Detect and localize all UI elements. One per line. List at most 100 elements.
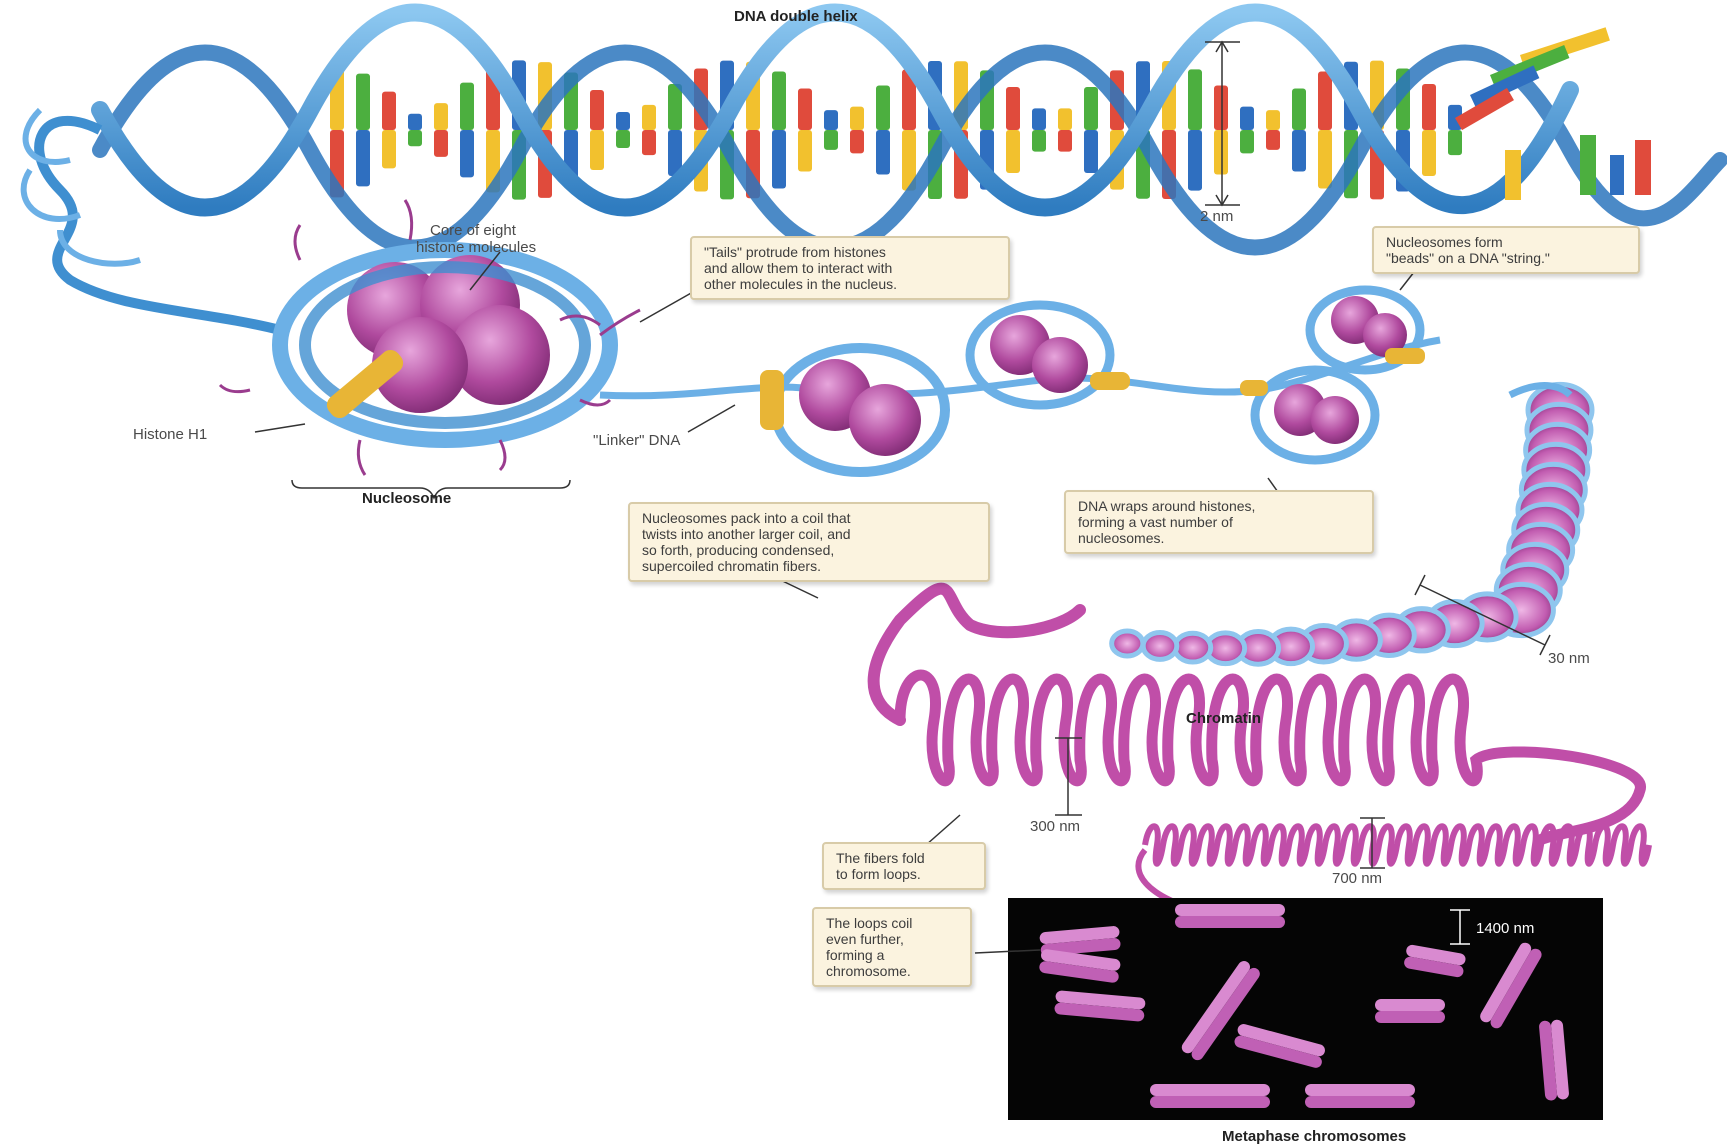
nucleosome-bead bbox=[760, 348, 945, 472]
base-pair bbox=[1266, 110, 1280, 130]
callout-line: Nucleosomes pack into a coil that bbox=[642, 510, 976, 526]
chromatid bbox=[1175, 904, 1285, 916]
beads-on-string bbox=[600, 290, 1440, 472]
nucleosome-title: Nucleosome bbox=[362, 490, 451, 507]
chromatid bbox=[1150, 1084, 1270, 1096]
base-pair bbox=[1084, 87, 1098, 130]
nucleosome-bead bbox=[1240, 370, 1375, 460]
base-pair bbox=[1188, 130, 1202, 191]
chromatin-title: Chromatin bbox=[1186, 710, 1261, 727]
callout-line: nucleosomes. bbox=[1078, 530, 1360, 546]
base-pair bbox=[434, 130, 448, 157]
base-pair bbox=[408, 114, 422, 130]
base-pair bbox=[382, 130, 396, 168]
base-pair bbox=[642, 105, 656, 130]
base-pair bbox=[382, 92, 396, 130]
chromatin-disc bbox=[1112, 631, 1143, 656]
chromatid bbox=[1375, 1011, 1445, 1023]
base-pair bbox=[1318, 71, 1332, 130]
callout-line: other molecules in the nucleus. bbox=[704, 276, 996, 292]
callout-line: supercoiled chromatin fibers. bbox=[642, 558, 976, 574]
callout-histone-tails: "Tails" protrude from histones and allow… bbox=[690, 236, 1010, 300]
linker-dna-label: "Linker" DNA bbox=[593, 432, 680, 449]
histone-h1-label: Histone H1 bbox=[133, 426, 207, 443]
callout-line: to form loops. bbox=[836, 866, 972, 882]
metaphase-chromosome bbox=[1150, 1084, 1270, 1108]
base-pair bbox=[668, 84, 682, 130]
base-pair bbox=[590, 130, 604, 170]
base-pair bbox=[850, 130, 864, 153]
callout-line: twists into another larger coil, and bbox=[642, 526, 976, 542]
base-pair bbox=[434, 103, 448, 130]
chromatin-disc bbox=[1175, 633, 1211, 662]
callout-fibers-fold: The fibers fold to form loops. bbox=[822, 842, 986, 890]
base-pair bbox=[772, 71, 786, 130]
base-pair bbox=[1058, 130, 1072, 152]
callout-line: and allow them to interact with bbox=[704, 260, 996, 276]
callout-beads-on-string: Nucleosomes form "beads" on a DNA "strin… bbox=[1372, 226, 1640, 274]
chromatin-disc bbox=[1143, 633, 1177, 660]
metaphase-chromosome bbox=[1175, 904, 1285, 928]
base-pair bbox=[1084, 130, 1098, 173]
base-pair bbox=[1240, 130, 1254, 153]
callout-loops-coil: The loops coil even further, forming a c… bbox=[812, 907, 972, 987]
callout-line: "Tails" protrude from histones bbox=[704, 244, 996, 260]
base-pair bbox=[1448, 130, 1462, 155]
base-pair bbox=[356, 130, 370, 186]
dimension-700nm-label: 700 nm bbox=[1332, 870, 1382, 887]
base-pair bbox=[798, 88, 812, 130]
base-pair bbox=[1058, 108, 1072, 130]
metaphase-chromosome bbox=[1375, 999, 1445, 1023]
base-pair bbox=[824, 130, 838, 150]
base-pair bbox=[1422, 84, 1436, 130]
dna-coil-left bbox=[24, 110, 280, 330]
callout-line: "beads" on a DNA "string." bbox=[1386, 250, 1626, 266]
base-pair bbox=[876, 130, 890, 175]
dimension-1400nm-label: 1400 nm bbox=[1476, 920, 1534, 937]
base-pair bbox=[850, 107, 864, 130]
base-pair bbox=[408, 130, 422, 146]
base-pair bbox=[876, 85, 890, 130]
base-pair bbox=[1240, 107, 1254, 130]
chromatid bbox=[1150, 1096, 1270, 1108]
callout-line: forming a bbox=[826, 947, 958, 963]
callout-line: even further, bbox=[826, 931, 958, 947]
base-pair bbox=[1188, 69, 1202, 130]
base-pair bbox=[1292, 88, 1306, 130]
chromatid bbox=[1305, 1096, 1415, 1108]
core-histone-label-line1: Core of eight bbox=[430, 222, 516, 239]
chromatid bbox=[1375, 999, 1445, 1011]
metaphase-chromosome bbox=[1305, 1084, 1415, 1108]
core-histone-label-line2: histone molecules bbox=[416, 239, 536, 256]
callout-nucleosome-packing: Nucleosomes pack into a coil that twists… bbox=[628, 502, 990, 582]
base-pair bbox=[1214, 85, 1228, 130]
base-pair bbox=[590, 90, 604, 130]
nucleosome-bead bbox=[970, 305, 1130, 405]
base-pair bbox=[616, 130, 630, 148]
base-pair bbox=[1318, 130, 1332, 189]
chromatid bbox=[1305, 1084, 1415, 1096]
base-pair bbox=[1292, 130, 1306, 172]
dna-double-helix bbox=[100, 13, 1720, 248]
callout-line: The loops coil bbox=[826, 915, 958, 931]
callout-line: forming a vast number of bbox=[1078, 514, 1360, 530]
callout-line: so forth, producing condensed, bbox=[642, 542, 976, 558]
dimension-30nm-label: 30 nm bbox=[1548, 650, 1590, 667]
dna-double-helix-title: DNA double helix bbox=[734, 8, 858, 25]
callout-line: DNA wraps around histones, bbox=[1078, 498, 1360, 514]
base-pair bbox=[824, 110, 838, 130]
base-pair bbox=[460, 83, 474, 130]
dimension-2nm-marker bbox=[1205, 42, 1240, 205]
base-pair bbox=[1032, 130, 1046, 152]
callout-line: Nucleosomes form bbox=[1386, 234, 1626, 250]
dimension-2nm-label: 2 nm bbox=[1200, 208, 1233, 225]
metaphase-chromosomes-title: Metaphase chromosomes bbox=[1222, 1128, 1406, 1145]
chromatid bbox=[1175, 916, 1285, 928]
base-pair bbox=[1214, 130, 1228, 175]
base-pair bbox=[1006, 130, 1020, 173]
callout-line: chromosome. bbox=[826, 963, 958, 979]
base-pair bbox=[1032, 108, 1046, 130]
base-pair bbox=[772, 130, 786, 189]
base-pair bbox=[1422, 130, 1436, 176]
